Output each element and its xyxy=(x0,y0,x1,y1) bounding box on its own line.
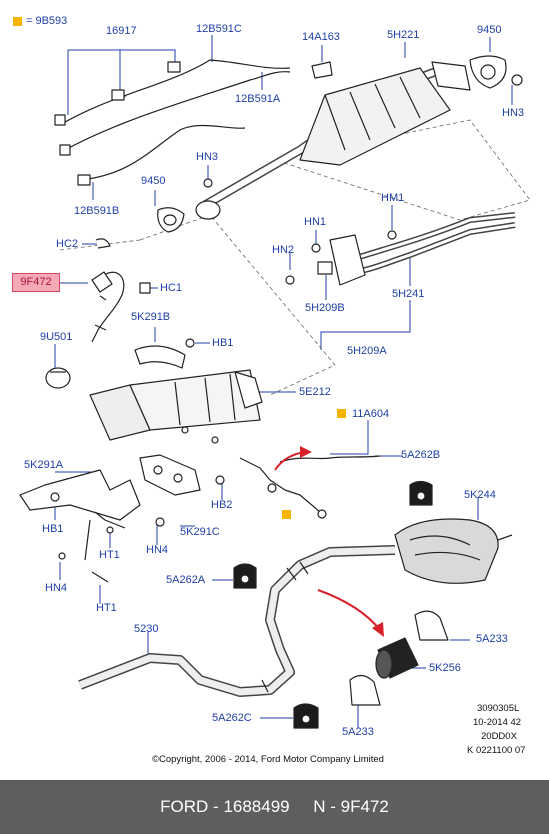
label-16917: 16917 xyxy=(106,25,137,37)
label-HB2: HB2 xyxy=(211,499,233,511)
label-HB1-upper: HB1 xyxy=(212,337,234,349)
label-12B591C: 12B591C xyxy=(196,23,242,35)
doc-code: 3090305L xyxy=(477,703,520,714)
label-5K291B: 5K291B xyxy=(131,311,171,323)
label-5K291C: 5K291C xyxy=(180,526,220,538)
footer-code: 9F472 xyxy=(340,797,389,816)
footer-part-number: 1688499 xyxy=(223,797,290,816)
label-12B591A: 12B591A xyxy=(235,93,281,105)
label-5A262C: 5A262C xyxy=(212,712,252,724)
label-5A233-upper: 5A233 xyxy=(476,633,508,645)
parts xyxy=(19,55,523,729)
label-12B591B: 12B591B xyxy=(74,205,120,217)
label-HM1: HM1 xyxy=(381,192,405,204)
copyright-text: ©Copyright, 2006 - 2014, Ford Motor Comp… xyxy=(152,754,384,765)
red-arrows xyxy=(274,451,381,631)
label-11A604: 11A604 xyxy=(352,408,390,420)
label-14A163: 14A163 xyxy=(302,31,340,43)
footer-brand: FORD xyxy=(160,797,209,816)
label-5K256: 5K256 xyxy=(429,662,461,674)
label-5K244: 5K244 xyxy=(464,489,496,501)
doc-code: K 0221100 07 xyxy=(467,745,526,756)
label-9450-top: 9450 xyxy=(477,24,502,36)
label-HB1-lower: HB1 xyxy=(42,523,64,535)
label-5E212: 5E212 xyxy=(299,386,331,398)
label-HN2: HN2 xyxy=(272,244,295,256)
label-HN4-left: HN4 xyxy=(45,582,68,594)
red-arrowheads xyxy=(300,446,384,637)
legend-swatch xyxy=(13,17,22,26)
label-5A262B: 5A262B xyxy=(401,449,441,461)
label-5H241: 5H241 xyxy=(392,288,425,300)
leader-lines xyxy=(54,35,513,728)
exhaust-system-diagram xyxy=(19,35,531,729)
label-5A233-lower: 5A233 xyxy=(342,726,374,738)
doc-code: 20DD0X xyxy=(481,731,517,742)
label-5K291A: 5K291A xyxy=(24,459,64,471)
footer-prefix: N xyxy=(313,797,326,816)
footer-bar: FORD - 1688499 N - 9F472 xyxy=(0,780,549,834)
label-HT1-lower: HT1 xyxy=(96,602,117,614)
label-5H221: 5H221 xyxy=(387,29,420,41)
label-9450-left: 9450 xyxy=(141,175,166,187)
label-HC2: HC2 xyxy=(56,238,79,250)
label-5H209A: 5H209A xyxy=(347,345,387,357)
legend-label: = 9B593 xyxy=(26,15,68,27)
label-HN1: HN1 xyxy=(304,216,327,228)
label-HN4-right: HN4 xyxy=(146,544,169,556)
label-HT1-upper: HT1 xyxy=(99,549,120,561)
label-5A262A: 5A262A xyxy=(166,574,206,586)
label-9U501: 9U501 xyxy=(40,331,73,343)
highlighted-part-label: 9F472 xyxy=(12,273,60,292)
label-5H209B: 5H209B xyxy=(305,302,345,314)
label-HN3-left: HN3 xyxy=(196,151,219,163)
dashed-guides xyxy=(59,119,531,396)
label-5230: 5230 xyxy=(134,623,159,635)
label-HC1: HC1 xyxy=(160,282,183,294)
label-HN3-right: HN3 xyxy=(502,107,525,119)
doc-code: 10-2014 42 xyxy=(473,717,522,728)
marker-square xyxy=(337,409,346,418)
marker-square xyxy=(282,510,291,519)
